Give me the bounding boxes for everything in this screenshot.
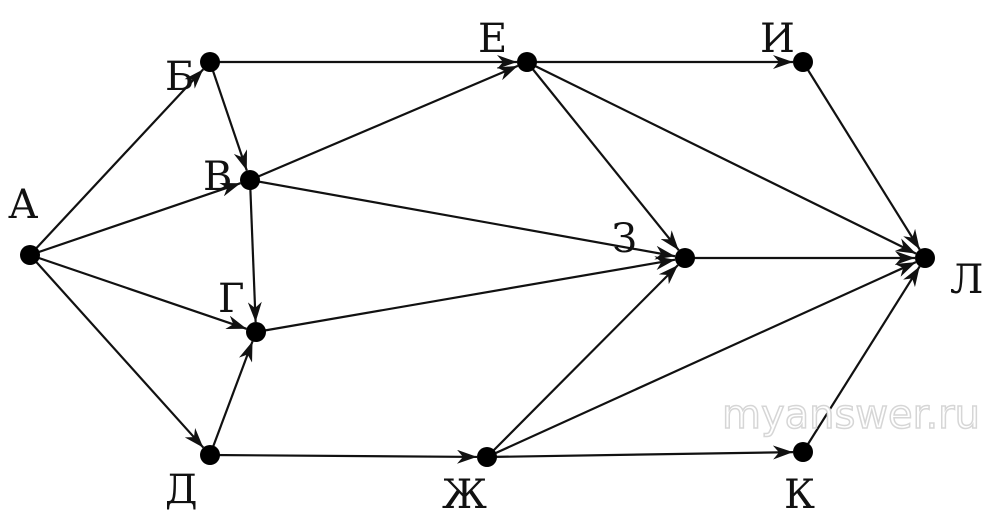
node-4 (200, 445, 220, 465)
node-9 (793, 442, 813, 462)
edge-20 (802, 265, 921, 453)
edge-7 (249, 178, 676, 260)
node-label: В (203, 154, 232, 200)
node-label: К (784, 472, 815, 512)
node-0 (20, 245, 40, 265)
node-3 (246, 322, 266, 342)
node-label: Л (950, 257, 983, 303)
watermark: myanswer.ru (722, 392, 980, 438)
edge-19 (486, 445, 794, 460)
node-1 (200, 52, 220, 72)
node-8 (793, 52, 813, 72)
node-label: И (760, 16, 795, 62)
edge-0 (29, 68, 204, 256)
node-6 (477, 447, 497, 467)
node-5 (517, 52, 537, 72)
node-label: Е (478, 16, 507, 62)
node-label: Б (165, 54, 194, 100)
node-label: Д (165, 467, 198, 512)
edge-5 (208, 61, 248, 171)
edge-13 (526, 61, 680, 251)
node-7 (675, 248, 695, 268)
node-label: А (8, 182, 38, 228)
edge-10 (208, 340, 254, 456)
edge-17 (486, 264, 679, 458)
edge-14 (526, 61, 917, 255)
edge-3 (29, 254, 205, 449)
edge-11 (209, 449, 478, 464)
edge-2 (29, 253, 247, 330)
edge-1 (29, 182, 241, 257)
edge-9 (255, 256, 676, 334)
node-label: З (612, 216, 637, 262)
edge-8 (247, 179, 262, 323)
node-10 (915, 248, 935, 268)
edge-18 (486, 261, 917, 459)
edge-15 (802, 61, 921, 251)
edge-6 (249, 64, 519, 182)
node-label: Г (218, 276, 244, 322)
node-label: Ж (442, 472, 487, 512)
node-2 (240, 170, 260, 190)
